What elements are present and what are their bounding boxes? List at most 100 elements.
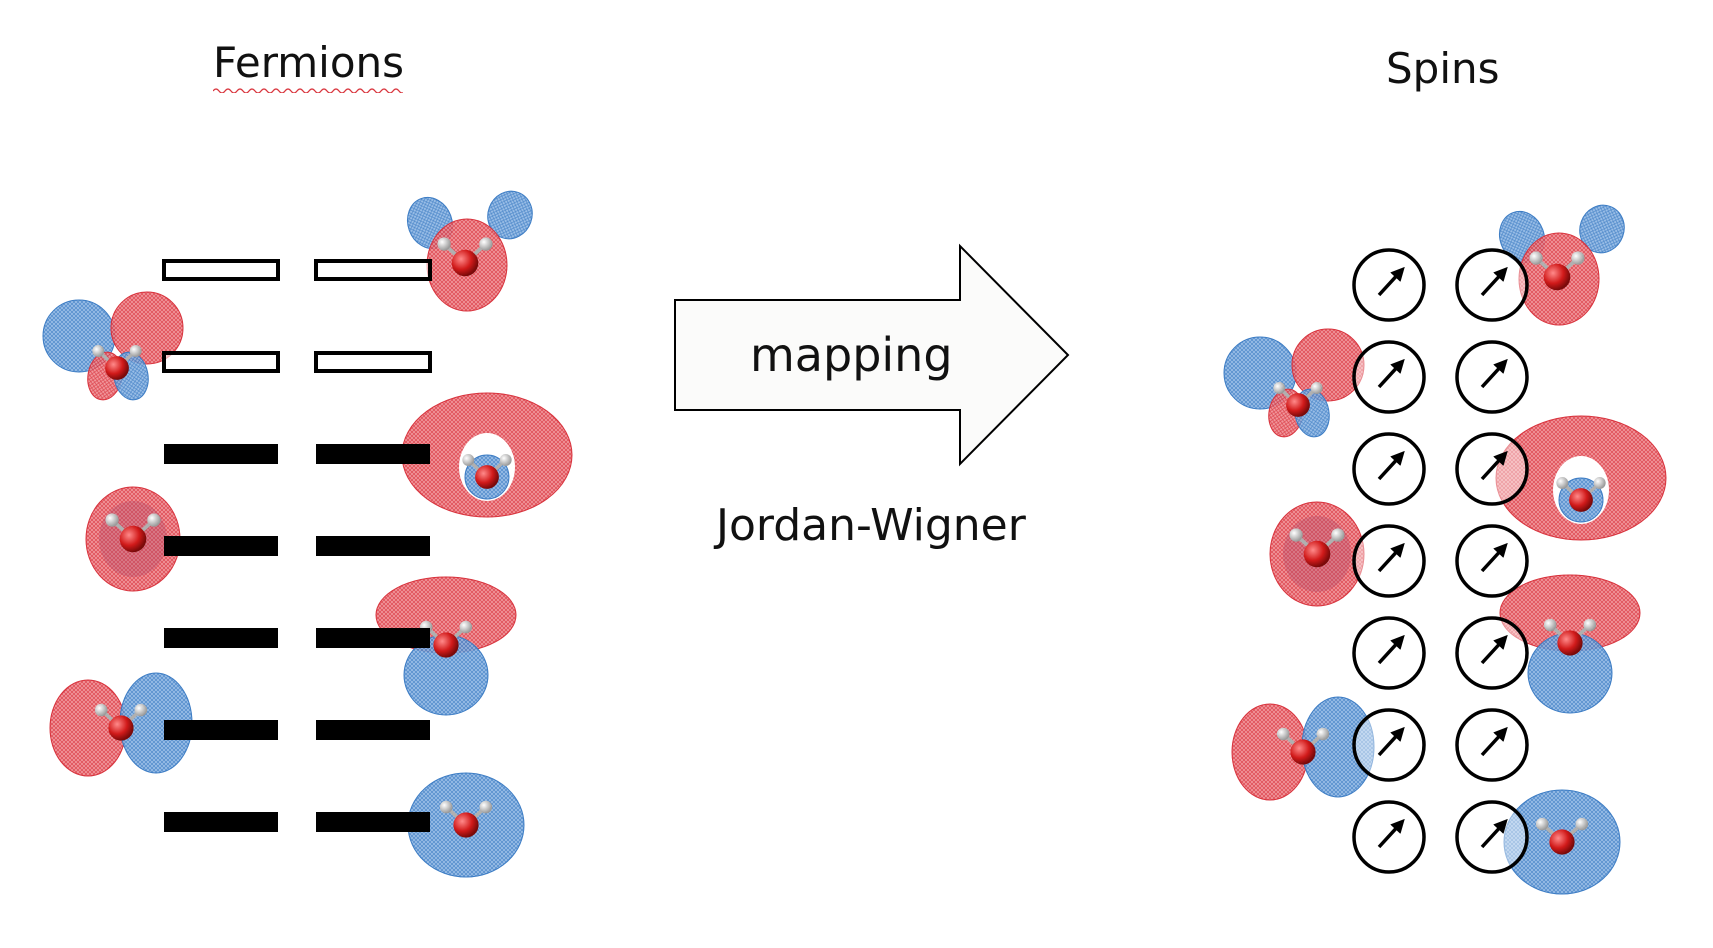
oxygen-atom: [108, 715, 134, 741]
spin-up-arrow: [1377, 358, 1405, 389]
hydrogen-atom: [1556, 477, 1569, 489]
spin-up-arrow: [1480, 450, 1508, 481]
hydrogen-atom: [147, 513, 161, 527]
spin-up-arrow: [1377, 726, 1405, 757]
hydrogen-atom: [1543, 618, 1557, 632]
filled-level: [316, 720, 430, 740]
hydrogen-atom: [92, 345, 105, 357]
filled-level: [164, 536, 278, 556]
water-orbital: [85, 486, 181, 592]
hydrogen-atom: [129, 345, 142, 357]
fermion-energy-levels: [162, 259, 432, 832]
negative-lobe: [1579, 204, 1625, 254]
spin-up-arrow: [1480, 726, 1508, 757]
hydrogen-atom: [105, 513, 119, 527]
water-orbital: [1503, 789, 1621, 895]
spin-up-arrow: [1377, 542, 1405, 573]
hydrogen-atom: [134, 703, 148, 717]
oxygen-atom: [433, 632, 459, 658]
hydrogen-atom: [479, 800, 493, 814]
mapping-arrow: [674, 243, 1070, 467]
spin-site: [1455, 248, 1529, 322]
oxygen-atom: [119, 525, 147, 553]
spin-site: [1352, 616, 1426, 690]
filled-level: [316, 536, 430, 556]
water-orbital: [407, 772, 525, 878]
hydrogen-atom: [1273, 382, 1286, 394]
oxygen-atom: [105, 356, 129, 380]
oxygen-atom: [453, 812, 479, 838]
hydrogen-atom: [1289, 528, 1303, 542]
hydrogen-atom: [439, 800, 453, 814]
hydrogen-atom: [1316, 727, 1330, 741]
empty-level: [314, 351, 432, 373]
hydrogen-atom: [1529, 251, 1543, 265]
hydrogen-atom: [1535, 817, 1549, 831]
spin-site: [1352, 340, 1426, 414]
water-orbital: [1495, 415, 1667, 541]
spin-up-arrow: [1377, 266, 1405, 297]
spin-orbitals: [1223, 204, 1667, 895]
spin-up-arrow: [1480, 358, 1508, 389]
oxygen-atom: [1549, 829, 1575, 855]
filled-level: [164, 628, 278, 648]
water-orbital: [1231, 696, 1375, 801]
empty-level: [314, 259, 432, 281]
spin-up-arrow: [1480, 542, 1508, 573]
water-orbital: [1498, 204, 1625, 326]
hydrogen-atom: [1575, 817, 1589, 831]
jordan-wigner-label: Jordan-Wigner: [716, 500, 1026, 551]
hydrogen-atom: [1331, 528, 1345, 542]
oxygen-atom: [1557, 630, 1583, 656]
spin-site: [1352, 248, 1426, 322]
empty-level: [162, 259, 280, 281]
spin-lattice: [1352, 248, 1529, 874]
water-orbital: [1269, 501, 1365, 607]
spin-up-arrow: [1377, 818, 1405, 849]
filled-level: [316, 812, 430, 832]
hydrogen-atom: [499, 454, 512, 466]
water-orbital: [1499, 574, 1641, 714]
hydrogen-atom: [437, 237, 451, 251]
hydrogen-atom: [462, 454, 475, 466]
spin-site: [1455, 524, 1529, 598]
oxygen-atom: [1569, 488, 1593, 512]
spin-site: [1352, 524, 1426, 598]
oxygen-atom: [1290, 739, 1316, 765]
spin-site: [1455, 432, 1529, 506]
spin-up-arrow: [1480, 818, 1508, 849]
negative-lobe: [487, 190, 533, 240]
water-orbital: [42, 291, 184, 401]
filled-level: [164, 812, 278, 832]
mapping-label: mapping: [750, 328, 953, 382]
positive-lobe: [110, 291, 184, 365]
hydrogen-atom: [459, 620, 473, 634]
spin-site: [1455, 800, 1529, 874]
filled-level: [316, 444, 430, 464]
hydrogen-atom: [1571, 251, 1585, 265]
spin-site: [1455, 708, 1529, 782]
spin-site: [1455, 616, 1529, 690]
spins-title: Spins: [1386, 44, 1500, 93]
hydrogen-atom: [94, 703, 108, 717]
filled-level: [164, 720, 278, 740]
spin-site: [1352, 432, 1426, 506]
hydrogen-atom: [479, 237, 493, 251]
oxygen-atom: [451, 249, 479, 277]
filled-level: [316, 628, 430, 648]
hydrogen-atom: [1276, 727, 1290, 741]
positive-lobe: [1291, 328, 1365, 402]
spin-up-arrow: [1480, 266, 1508, 297]
water-orbital: [1223, 328, 1365, 438]
spin-up-arrow: [1377, 450, 1405, 481]
spin-up-arrow: [1377, 634, 1405, 665]
spin-up-arrow: [1480, 634, 1508, 665]
hydrogen-atom: [1593, 477, 1606, 489]
filled-level: [164, 444, 278, 464]
oxygen-atom: [475, 465, 499, 489]
hydrogen-atom: [1310, 382, 1323, 394]
spin-site: [1352, 708, 1426, 782]
fermions-title: Fermions: [213, 38, 404, 93]
